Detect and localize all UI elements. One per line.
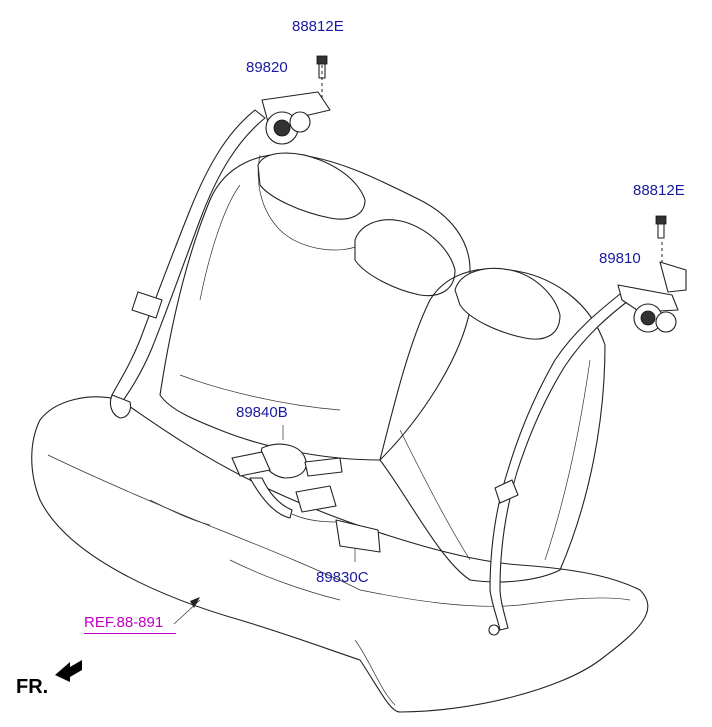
right-belt-webbing — [488, 289, 633, 636]
headrest-left — [257, 152, 366, 220]
part-label-89840b: 89840B — [236, 404, 288, 421]
reference-underline — [84, 633, 176, 634]
left-belt-webbing — [109, 109, 266, 419]
seat-cushion — [31, 396, 649, 713]
headrest-right — [454, 267, 561, 340]
front-arrow-icon — [55, 660, 82, 682]
part-label-89820: 89820 — [246, 59, 288, 76]
right-bolt — [655, 215, 667, 239]
part-label-89810: 89810 — [599, 250, 641, 267]
right-retractor — [617, 242, 687, 333]
front-direction-label: FR. — [16, 676, 49, 698]
left-bolt — [316, 55, 328, 79]
left-retractor — [261, 65, 331, 145]
part-label-88812e-right: 88812E — [633, 182, 685, 199]
headrest-center — [354, 219, 456, 297]
reference-link[interactable]: REF.88-891 — [84, 614, 164, 631]
leader-lines — [173, 425, 356, 625]
part-label-89830c: 89830C — [316, 569, 369, 586]
part-label-88812e-upper: 88812E — [292, 18, 344, 35]
seat-back-right — [379, 268, 606, 583]
center-belt-assembly — [231, 443, 381, 553]
